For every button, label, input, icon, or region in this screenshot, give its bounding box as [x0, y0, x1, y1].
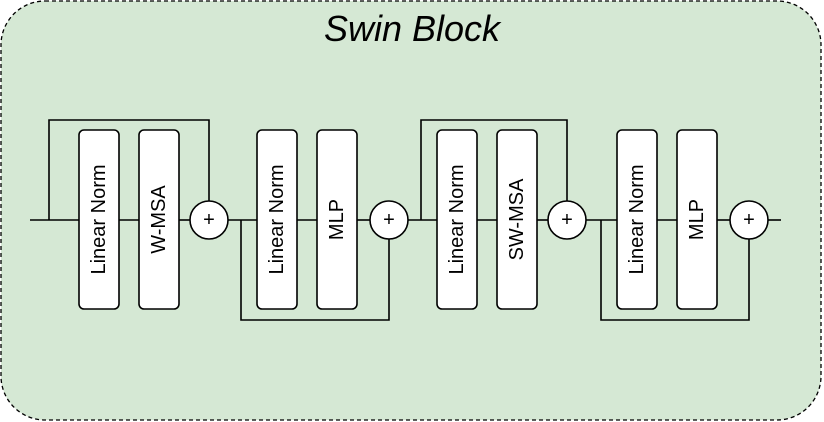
skip-connection-1	[48, 119, 210, 220]
skip-connection-2	[240, 220, 390, 321]
sw-msa-label: SW-MSA	[506, 178, 528, 261]
mlp-block-2	[676, 129, 718, 310]
skip-connection-3	[420, 119, 568, 220]
stage-2: Linear Norm MLP +	[256, 129, 409, 310]
w-msa-block	[138, 129, 180, 310]
sw-msa-block	[496, 129, 538, 310]
add-node-4	[729, 200, 769, 240]
residual-connections	[48, 119, 750, 321]
add-symbol-2: +	[383, 209, 395, 231]
w-msa-label: W-MSA	[148, 185, 170, 254]
linear-norm-block-1	[78, 129, 120, 310]
linear-norm-label-4: Linear Norm	[626, 164, 648, 274]
stage-4: Linear Norm MLP +	[616, 129, 769, 310]
skip-connection-4	[600, 220, 750, 321]
linear-norm-block-2	[256, 129, 298, 310]
stage-3: Linear Norm SW-MSA +	[436, 129, 587, 310]
add-symbol-3: +	[561, 209, 573, 231]
linear-norm-block-4	[616, 129, 658, 310]
linear-norm-label-2: Linear Norm	[266, 164, 288, 274]
mlp-label-1: MLP	[326, 199, 348, 240]
add-node-3	[547, 200, 587, 240]
mlp-block-1	[316, 129, 358, 310]
add-node-1	[189, 200, 229, 240]
linear-norm-label-1: Linear Norm	[88, 164, 110, 274]
add-node-2	[369, 200, 409, 240]
linear-norm-block-3	[436, 129, 478, 310]
linear-norm-label-3: Linear Norm	[446, 164, 468, 274]
add-symbol-4: +	[743, 209, 755, 231]
add-symbol-1: +	[203, 209, 215, 231]
stage-1: Linear Norm W-MSA +	[78, 129, 229, 310]
diagram-title: Swin Block	[324, 8, 502, 49]
mlp-label-2: MLP	[686, 199, 708, 240]
